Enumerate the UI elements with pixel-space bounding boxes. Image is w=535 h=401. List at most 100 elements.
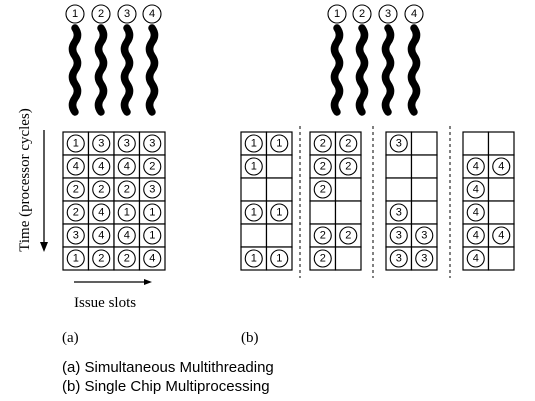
issue-slot: [487, 131, 515, 156]
thread-2-marker: [339, 157, 358, 176]
thread-id: 2: [320, 184, 326, 196]
thread-id: 1: [276, 138, 282, 150]
issue-slot: 4: [113, 223, 141, 248]
issue-slot: 2: [62, 200, 90, 225]
thread-stream-2: [94, 24, 108, 116]
thread-id: 2: [320, 161, 326, 173]
thread-3-marker: [143, 180, 162, 199]
thread-3-marker: [415, 249, 434, 268]
thread-4-marker: [143, 249, 162, 268]
caption-b: (b) Single Chip Multiprocessing: [62, 378, 270, 395]
issue-slot: 4: [87, 223, 115, 248]
thread-id: 4: [498, 161, 504, 173]
issue-slot: [410, 154, 438, 179]
thread-id: 3: [73, 230, 79, 242]
thread-2-marker: [339, 226, 358, 245]
issue-slot: [487, 177, 515, 202]
thread-id: 4: [98, 207, 104, 219]
thread-id: 4: [473, 207, 479, 219]
issue-slot: 2: [87, 177, 115, 202]
issue-slot: 2: [334, 131, 362, 156]
thread-id: 2: [124, 253, 130, 265]
issue-slot: 3: [410, 223, 438, 248]
thread-label-2: 2: [352, 4, 372, 24]
thread-id: 3: [149, 184, 155, 196]
issue-slot: 3: [385, 223, 413, 248]
thread-3-marker: [143, 134, 162, 153]
svg-text:1: 1: [72, 8, 78, 20]
thread-stream-3: [120, 24, 134, 116]
caption-a: (a) Simultaneous Multithreading: [62, 359, 274, 376]
thread-1-marker: [244, 157, 263, 176]
thread-1-marker: [244, 134, 263, 153]
thread-id: 4: [73, 161, 79, 173]
issue-slot: 1: [240, 131, 268, 156]
issue-slot: 3: [62, 223, 90, 248]
thread-stream-3: [381, 24, 395, 116]
thread-1-marker: [244, 249, 263, 268]
thread-stream-1: [68, 24, 82, 116]
thread-id: 3: [124, 138, 130, 150]
issue-slot: 1: [265, 246, 293, 271]
thread-label-3: 3: [117, 4, 137, 24]
thread-stream-4: [407, 24, 421, 116]
thread-4-marker: [466, 226, 485, 245]
thread-id: 4: [124, 161, 130, 173]
issue-axis-label: Issue slots: [74, 295, 136, 311]
svg-text:2: 2: [98, 8, 104, 20]
smt-thread-labels: 1 2 3 4: [65, 4, 162, 24]
thread-id: 2: [149, 161, 155, 173]
issue-slot: 2: [309, 246, 337, 271]
thread-id: 3: [149, 138, 155, 150]
thread-id: 2: [345, 161, 351, 173]
thread-stream-2: [355, 24, 369, 116]
thread-id: 4: [98, 230, 104, 242]
thread-id: 3: [396, 207, 402, 219]
thread-id: 1: [276, 207, 282, 219]
thread-3-marker: [389, 134, 408, 153]
thread-id: 1: [251, 138, 257, 150]
thread-id: 4: [498, 230, 504, 242]
thread-2-marker: [339, 134, 358, 153]
issue-slot: 2: [309, 154, 337, 179]
issue-slot: 3: [385, 200, 413, 225]
issue-slot: 2: [62, 177, 90, 202]
issue-slot: [487, 200, 515, 225]
thread-3-marker: [389, 249, 408, 268]
issue-slot: [265, 223, 293, 248]
thread-4-marker: [492, 157, 511, 176]
thread-1-marker: [244, 203, 263, 222]
issue-slot: 4: [462, 223, 490, 248]
thread-1-marker: [143, 226, 162, 245]
issue-arrow: [74, 279, 152, 285]
panel-label-b: (b): [241, 330, 259, 346]
thread-id: 3: [396, 138, 402, 150]
thread-1-marker: [270, 249, 289, 268]
issue-slot: 4: [462, 177, 490, 202]
issue-slot: 4: [87, 200, 115, 225]
issue-slot: [334, 177, 362, 202]
thread-id: 1: [73, 138, 79, 150]
issue-slot: 2: [309, 177, 337, 202]
thread-2-marker: [117, 180, 136, 199]
thread-4-marker: [466, 157, 485, 176]
issue-slot: 3: [113, 131, 141, 156]
thread-stream-1: [330, 24, 344, 116]
thread-stream-4: [145, 24, 159, 116]
thread-1-marker: [270, 134, 289, 153]
thread-2-marker: [313, 180, 332, 199]
time-axis-label: Time (processor cycles): [17, 108, 33, 252]
thread-3-marker: [92, 134, 111, 153]
issue-slot: 3: [87, 131, 115, 156]
thread-id: 4: [473, 184, 479, 196]
issue-slot: 1: [62, 131, 90, 156]
thread-3-marker: [66, 226, 85, 245]
issue-slot: 1: [265, 131, 293, 156]
issue-slot: 4: [138, 246, 166, 271]
thread-2-marker: [117, 249, 136, 268]
thread-id: 3: [421, 230, 427, 242]
